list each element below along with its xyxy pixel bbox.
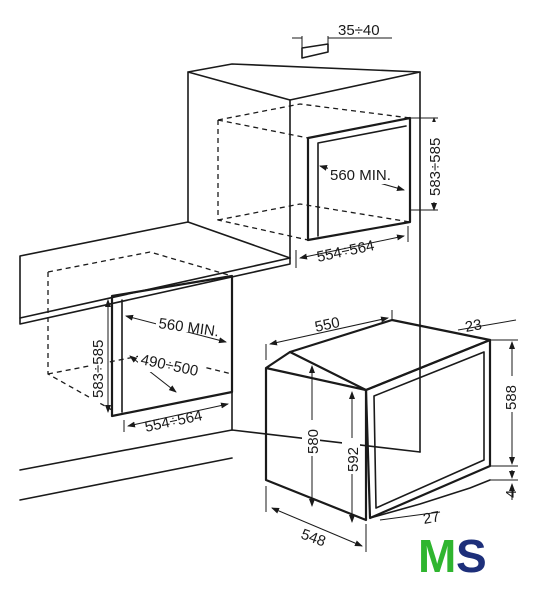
label-oven-door-depth: 23 xyxy=(464,316,483,336)
label-top-gap: 35÷40 xyxy=(338,22,380,39)
label-oven-total-height: 588 xyxy=(503,385,520,410)
dimension-labels: 35÷40 560 MIN. 583÷585 554÷564 560 MIN. … xyxy=(90,22,520,550)
dimension-lines xyxy=(105,36,518,552)
logo-letter-m: M xyxy=(418,530,456,580)
label-oven-bottom-gap: 4 xyxy=(503,490,520,498)
tall-cabinet xyxy=(187,43,421,453)
worktop xyxy=(19,221,291,325)
label-oven-body-height: 580 xyxy=(305,429,322,454)
label-oven-front-height: 592 xyxy=(345,447,362,472)
label-upper-niche-height: 583÷585 xyxy=(427,138,444,196)
logo-letter-s: S xyxy=(456,530,487,580)
oven xyxy=(264,318,492,522)
label-lower-niche-height: 583÷585 xyxy=(90,340,107,398)
label-lower-niche-width: 554÷564 xyxy=(143,407,204,436)
label-upper-niche-depth: 560 MIN. xyxy=(330,167,391,184)
label-oven-depth: 550 xyxy=(313,314,341,336)
label-oven-partial: 27 xyxy=(422,508,441,528)
ms-logo: M S xyxy=(418,530,487,580)
label-upper-niche-width: 554÷564 xyxy=(315,237,376,266)
